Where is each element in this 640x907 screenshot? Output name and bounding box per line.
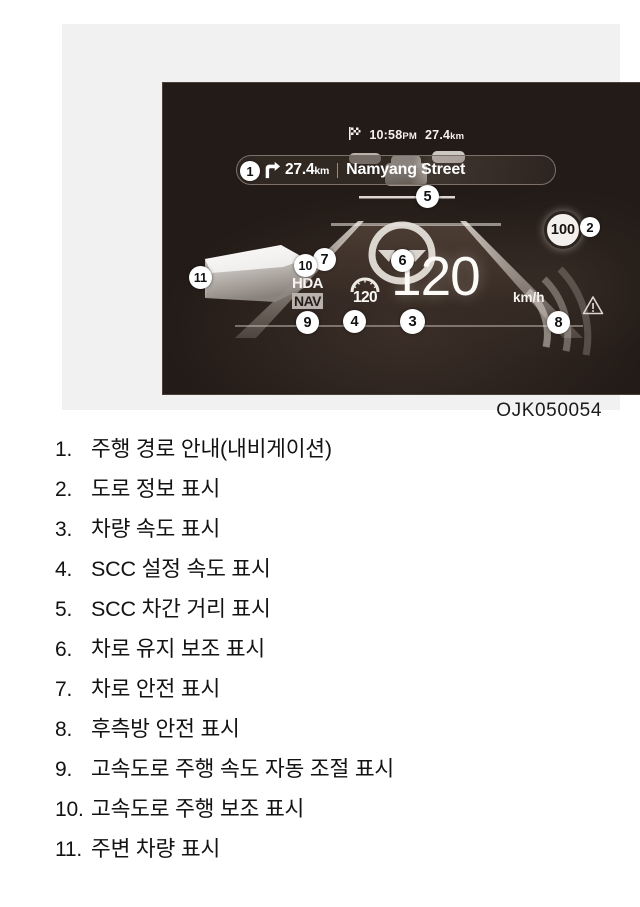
list-item-label: 차로 유지 보조 표시 (91, 637, 265, 661)
turn-right-arrow-icon (265, 161, 281, 179)
list-item-label: SCC 설정 속도 표시 (91, 557, 271, 581)
list-item: 2. 도로 정보 표시 (0, 474, 640, 505)
list-item-number: 3. (55, 518, 73, 541)
list-item-label: SCC 차간 거리 표시 (91, 597, 271, 621)
figure-caption: OJK050054 (496, 400, 602, 421)
list-item-label: 주변 차량 표시 (91, 837, 221, 861)
list-item-number: 4. (55, 558, 73, 581)
warning-triangle-icon (582, 296, 604, 315)
list-item: 8. 후측방 안전 표시 (0, 714, 640, 745)
highway-driving-assist-block: HDA NAV (292, 276, 336, 311)
callout-11[interactable]: 11 (189, 266, 212, 289)
navigation-guidance-bar[interactable]: 27.4km Namyang Street (236, 155, 556, 185)
nearby-vehicle-icon (205, 245, 306, 302)
list-item-number: 10. (55, 798, 84, 821)
callout-1[interactable]: 1 (240, 161, 260, 181)
list-item-number: 2. (55, 478, 73, 501)
callout-10[interactable]: 10 (294, 254, 317, 277)
eta-distance-unit: km (450, 131, 465, 142)
list-item-label: 고속도로 주행 보조 표시 (91, 797, 305, 821)
list-item-number: 5. (55, 598, 73, 621)
list-item: 4. SCC 설정 속도 표시 (0, 554, 640, 585)
speed-limit-sign-icon: 100 (544, 211, 582, 249)
callout-7[interactable]: 7 (313, 248, 336, 271)
callout-2[interactable]: 2 (580, 217, 600, 237)
callout-3[interactable]: 3 (400, 309, 425, 334)
scc-set-speed-value: 120 (352, 289, 378, 306)
callout-9[interactable]: 9 (296, 311, 319, 334)
list-item: 6. 차로 유지 보조 표시 (0, 634, 640, 665)
navigation-separator (337, 162, 339, 178)
list-item: 9. 고속도로 주행 속도 자동 조절 표시 (0, 754, 640, 785)
list-item-number: 1. (55, 438, 73, 461)
navigation-street-name: Namyang Street (346, 161, 466, 178)
list-item-number: 11. (55, 838, 83, 861)
list-item: 10. 고속도로 주행 보조 표시 (0, 794, 640, 825)
list-item-number: 7. (55, 678, 73, 701)
speed-limit-value: 100 (550, 222, 576, 238)
list-item: 11. 주변 차량 표시 (0, 834, 640, 865)
scc-set-speed-block: 120 (343, 277, 387, 306)
nav-label: NAV (292, 293, 324, 309)
hda-label: HDA (292, 275, 324, 292)
eta-info-row: 10:58PM 27.4km (163, 127, 640, 142)
list-item-number: 6. (55, 638, 73, 661)
list-item-label: 차로 안전 표시 (91, 677, 221, 701)
list-item-number: 8. (55, 718, 73, 741)
callout-8[interactable]: 8 (547, 311, 570, 334)
scc-speedometer-icon (350, 277, 380, 293)
list-item: 7. 차로 안전 표시 (0, 674, 640, 705)
callout-5[interactable]: 5 (416, 185, 439, 208)
list-item-label: 차량 속도 표시 (91, 517, 221, 541)
list-item-number: 9. (55, 758, 73, 781)
legend-list: 1. 주행 경로 안내(내비게이션) 2. 도로 정보 표시 3. 차량 속도 … (0, 434, 640, 874)
list-item: 1. 주행 경로 안내(내비게이션) (0, 434, 640, 465)
eta-meridiem: PM (402, 131, 418, 142)
checkered-flag-icon (348, 127, 361, 140)
list-item-label: 도로 정보 표시 (91, 477, 221, 501)
eta-time: 10:58 (369, 128, 403, 142)
eta-distance: 27.4 (425, 128, 451, 142)
list-item: 3. 차량 속도 표시 (0, 514, 640, 545)
list-item-label: 후측방 안전 표시 (91, 717, 240, 741)
list-item: 5. SCC 차간 거리 표시 (0, 594, 640, 625)
callout-6[interactable]: 6 (391, 249, 414, 272)
vehicle-speed-unit: km/h (513, 290, 545, 305)
list-item-label: 주행 경로 안내(내비게이션) (91, 437, 332, 461)
list-item-label: 고속도로 주행 속도 자동 조절 표시 (91, 757, 394, 781)
navigation-distance: 27.4km (285, 161, 330, 178)
callout-4[interactable]: 4 (343, 310, 366, 333)
